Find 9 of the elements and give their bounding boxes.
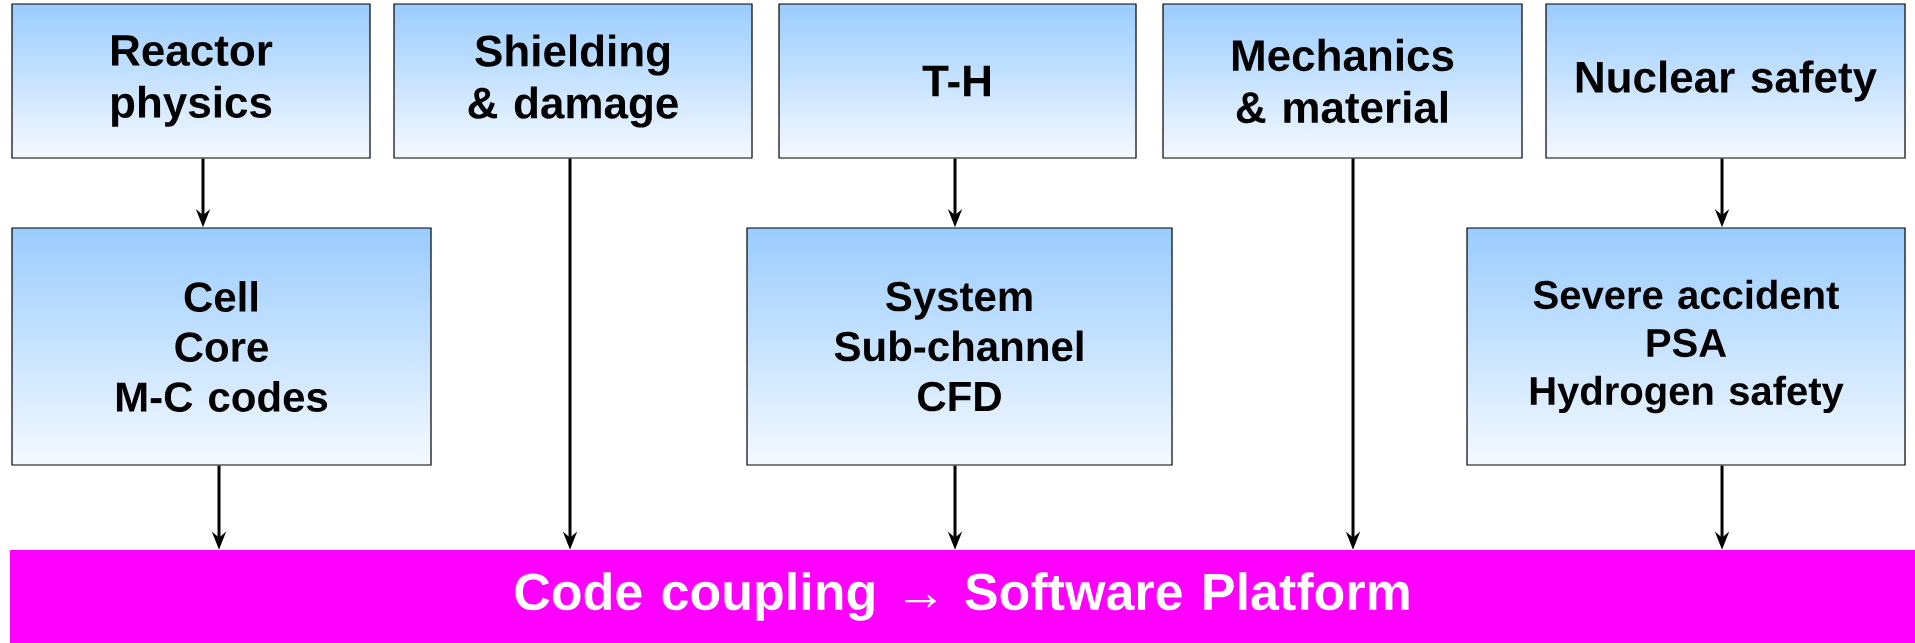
process-box: T-H [778,3,1137,159]
process-box: Reactor physics [11,3,371,159]
process-box: Severe accident PSA Hydrogen safety [1466,227,1906,466]
banner-bar: Code coupling → Software Platform [10,550,1915,643]
process-box: Cell Core M-C codes [11,227,432,466]
process-box: System Sub-channel CFD [746,227,1173,466]
process-box: Shielding & damage [393,3,753,159]
process-box: Nuclear safety [1545,3,1906,159]
process-box: Mechanics & material [1162,3,1523,159]
